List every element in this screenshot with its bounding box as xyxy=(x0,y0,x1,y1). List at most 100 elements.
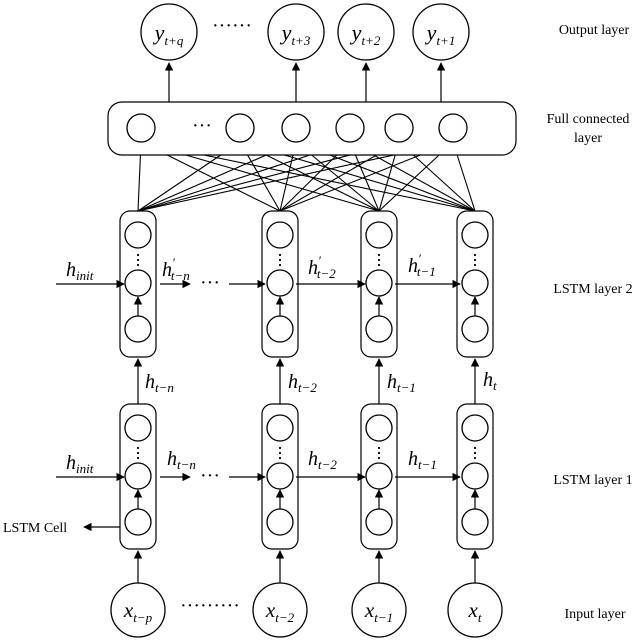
lstm2-cell-2-vdot-3 xyxy=(278,263,282,267)
lstm1-state-label-1: hinit xyxy=(66,452,94,476)
lstm2-cell-3-vdot-3 xyxy=(377,263,381,267)
lstm2-cell-4-unit-top xyxy=(461,221,489,249)
input-label-1: xt−p xyxy=(123,598,153,625)
lstm1-state-label-3: ht−2 xyxy=(308,448,337,472)
lstm2-cell-2-unit-mid xyxy=(266,269,294,297)
lstm2-cell-2-unit-bottom xyxy=(266,315,294,343)
lstm1-cell-2-unit-bottom xyxy=(266,508,294,536)
lstm2-cell-3-unit-bottom xyxy=(365,315,393,343)
lstm2-cell-internals xyxy=(124,221,489,343)
lstm1-cell-3-unit-bottom xyxy=(365,508,393,536)
lstm1-to-lstm2: ht−n ht−2 ht−1 ht xyxy=(133,358,497,404)
lstm1-cell-2-vdot-2 xyxy=(278,451,282,455)
lstm1-cell-3-vdot-2 xyxy=(377,451,381,455)
lstm2-cell-4-unit-mid xyxy=(461,269,489,297)
lstm1-cell-4-unit-top xyxy=(461,414,489,442)
lstm-cell-callout-label: LSTM Cell xyxy=(3,521,67,536)
lstm-layer-1: hinit ht−n ··· ht−2 ht−1 LSTM Cell xyxy=(3,403,494,550)
lstm2-state-label-1: hinit xyxy=(66,259,94,283)
lstm2-state-label-3: h′t−2 xyxy=(308,253,336,281)
fc-node-5 xyxy=(384,113,414,143)
input-node-1 xyxy=(110,582,166,638)
input-node-4 xyxy=(447,582,503,638)
fc-node-3 xyxy=(281,113,311,143)
lstm2-cell-1-vdot-2 xyxy=(136,258,140,262)
fc-node-1 xyxy=(126,113,156,143)
lstm2-cell-4-unit-bottom xyxy=(461,315,489,343)
output-node-2 xyxy=(267,3,325,61)
hidden-label-3: ht−1 xyxy=(387,371,416,395)
hidden-label-1: ht−n xyxy=(145,371,174,395)
hidden-label-2: ht−2 xyxy=(288,371,317,395)
lstm1-cell-2-unit-top xyxy=(266,414,294,442)
fc-layer-label-line1: Full connected xyxy=(547,112,630,127)
lstm1-cell-1-vdot-1 xyxy=(136,446,140,450)
lstm2-cell-2-vdot-2 xyxy=(278,258,282,262)
lstm1-cell-4-vdot-3 xyxy=(473,456,477,460)
lstm-layer-2: hinit h′t−n ··· h′t−2 h′t−1 xyxy=(56,210,494,358)
lstm1-cell-4-vdot-1 xyxy=(473,446,477,450)
output-layer-label: Output layer xyxy=(559,23,630,38)
lstm1-cell-3-vdot-1 xyxy=(377,446,381,450)
lstm2-cell-1-unit-top xyxy=(124,221,152,249)
input-ellipsis: ········· xyxy=(180,595,240,617)
lstm2-cell-4-vdot-1 xyxy=(473,253,477,257)
lstm2-cell-3-unit-mid xyxy=(365,269,393,297)
lstm2-cell-2-vdot-1 xyxy=(278,253,282,257)
lstm2-cell-3-vdot-1 xyxy=(377,253,381,257)
fc-ellipsis: ··· xyxy=(192,115,212,137)
input-label-3: xt−1 xyxy=(364,598,393,625)
lstm1-cell-3-unit-mid xyxy=(365,462,393,490)
layer-labels: Output layer Full connected layer LSTM l… xyxy=(547,23,633,622)
lstm1-cell-1-vdot-3 xyxy=(136,456,140,460)
output-label-4: yt+1 xyxy=(425,20,456,48)
hidden-label-4: ht xyxy=(483,369,497,393)
output-node-4 xyxy=(412,3,470,61)
fc-layer: ··· xyxy=(107,101,517,156)
lstm2-state-label-2: h′t−n xyxy=(162,255,190,283)
output-label-2: yt+3 xyxy=(280,20,311,48)
lstm1-cell-1-vdot-2 xyxy=(136,451,140,455)
output-node-1 xyxy=(140,3,198,61)
input-label-2: xt−2 xyxy=(265,598,295,625)
output-layer: yt+q yt+3 yt+2 yt+1 ······ xyxy=(140,3,470,102)
output-label-3: yt+2 xyxy=(350,20,381,48)
fc-layer-box xyxy=(107,101,517,156)
lstm1-cell-2-vdot-1 xyxy=(278,446,282,450)
fc-node-4 xyxy=(335,113,365,143)
lstm1-cell-1-unit-mid xyxy=(124,462,152,490)
input-label-4: xt xyxy=(468,598,482,625)
lstm2-state-label-4: h′t−1 xyxy=(408,251,436,279)
lstm2-cell-1-unit-bottom xyxy=(124,315,152,343)
lstm1-cell-3-vdot-3 xyxy=(377,456,381,460)
fc-layer-label-line2: layer xyxy=(574,131,602,146)
input-node-3 xyxy=(351,582,407,638)
lstm2-ellipsis: ··· xyxy=(200,272,220,294)
lstm2-cell-1-vdot-3 xyxy=(136,263,140,267)
input-layer: xt−p xt−2 xt−1 xt ········· xyxy=(110,550,503,638)
input-node-2 xyxy=(252,582,308,638)
lstm1-cell-2-unit-mid xyxy=(266,462,294,490)
lstm2-cell-3-vdot-2 xyxy=(377,258,381,262)
lstm2-cell-3-unit-top xyxy=(365,221,393,249)
fc-node-2 xyxy=(225,113,255,143)
lstm2-layer-label: LSTM layer 2 xyxy=(553,282,632,297)
lstm1-cell-3-unit-top xyxy=(365,414,393,442)
lstm1-cell-4-unit-bottom xyxy=(461,508,489,536)
lstm1-state-label-2: ht−n xyxy=(167,448,196,472)
lstm1-layer-label: LSTM layer 1 xyxy=(553,473,632,488)
lstm1-state-label-4: ht−1 xyxy=(408,448,437,472)
input-layer-label: Input layer xyxy=(564,607,625,622)
lstm2-cell-2-unit-top xyxy=(266,221,294,249)
lstm2-cell-1-vdot-1 xyxy=(136,253,140,257)
output-label-1: yt+q xyxy=(153,20,184,48)
lstm1-cell-1-unit-bottom xyxy=(124,508,152,536)
lstm1-cell-4-unit-mid xyxy=(461,462,489,490)
lstm2-cell-4-vdot-2 xyxy=(473,258,477,262)
lstm1-cell-1-unit-top xyxy=(124,414,152,442)
output-node-3 xyxy=(337,3,395,61)
lstm1-cell-internals xyxy=(124,414,489,536)
lstm1-cell-4-vdot-2 xyxy=(473,451,477,455)
lstm1-cell-2-vdot-3 xyxy=(278,456,282,460)
lstm2-cell-1-unit-mid xyxy=(124,269,152,297)
